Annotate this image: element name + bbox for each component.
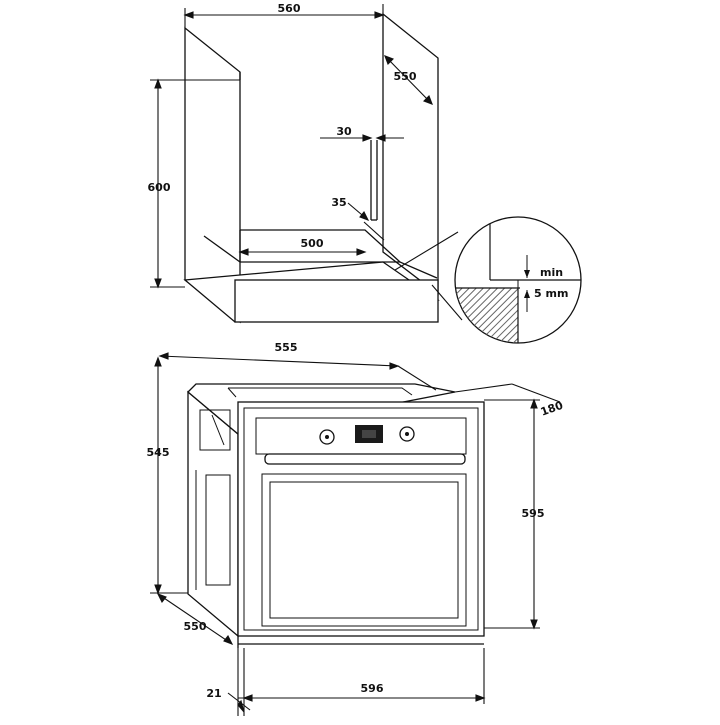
oven-dimensions	[150, 352, 561, 716]
cabinet-inner-width-label: 500	[301, 237, 324, 250]
detail-hatch	[455, 288, 518, 343]
detail-magnifier	[394, 216, 582, 344]
oven-protrusion-label: 180	[539, 399, 565, 419]
oven-front-width-label: 596	[361, 682, 384, 695]
cabinet-offset-label: 35	[331, 196, 346, 209]
oven-display-digits	[362, 430, 376, 438]
oven-front-height-label: 595	[522, 507, 545, 520]
oven-door	[261, 473, 467, 627]
oven-body-height-label: 545	[147, 446, 170, 459]
oven-drawing	[187, 383, 485, 648]
oven-body-width-label: 555	[275, 341, 298, 354]
cabinet-depth-label: 550	[394, 70, 417, 83]
cabinet-shelf	[203, 235, 438, 279]
detail-gap-label: 5 mm	[534, 287, 568, 300]
oven-depth-label: 550	[184, 620, 207, 633]
oven-left-knob-center	[325, 435, 329, 439]
cabinet-height-label: 600	[148, 181, 171, 194]
cabinet-gap-label: 30	[336, 125, 352, 138]
oven-right-knob-center	[405, 432, 409, 436]
oven-handle	[264, 453, 466, 465]
cabinet-drawing	[183, 12, 440, 324]
oven-front-thickness-label: 21	[206, 687, 221, 700]
detail-min-label: min	[540, 266, 563, 279]
cabinet-dimensions	[150, 4, 433, 289]
cabinet-right-panel	[382, 12, 439, 296]
oven-window	[269, 481, 459, 619]
cabinet-width-label: 560	[278, 2, 301, 15]
